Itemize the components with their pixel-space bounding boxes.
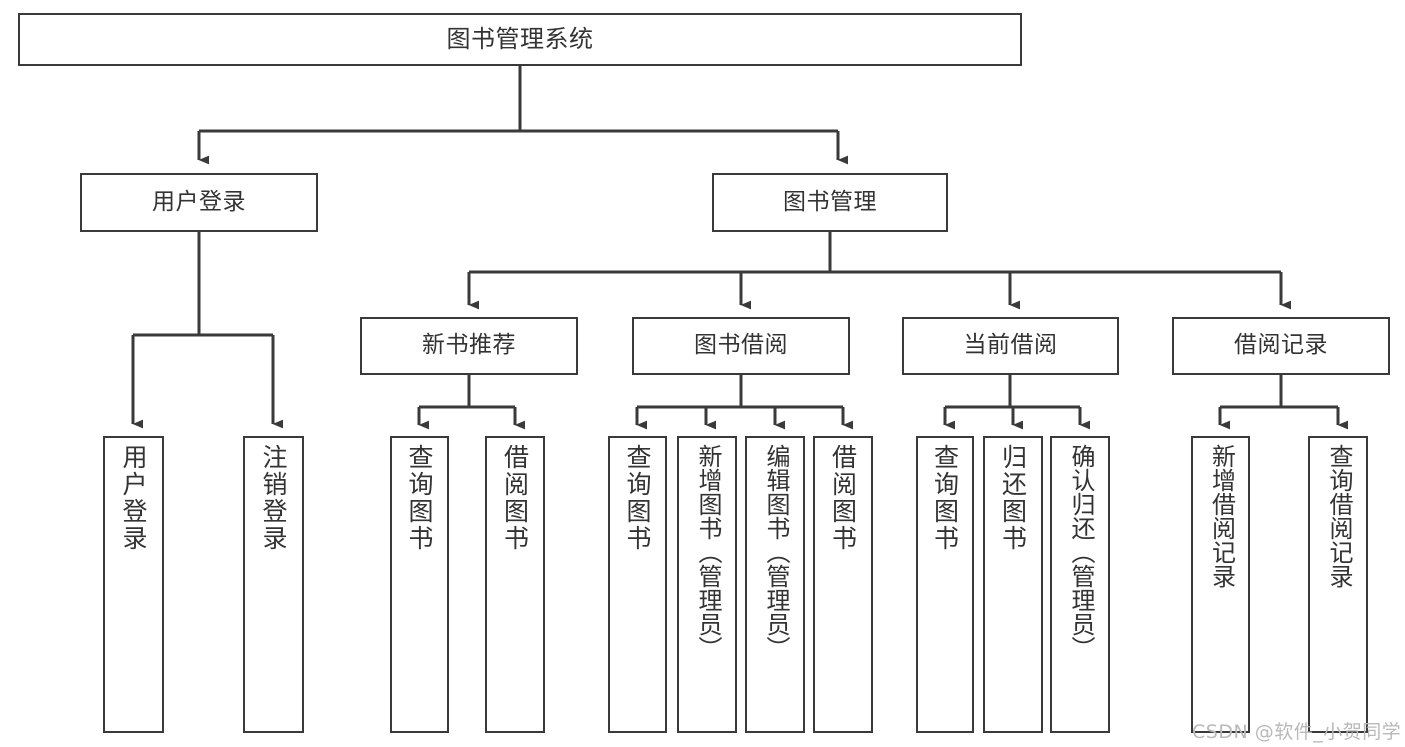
node-label: 查询图书 xyxy=(623,444,652,552)
node-book-borrow[interactable]: 图书借阅 xyxy=(632,317,850,375)
node-new-book-recommend[interactable]: 新书推荐 xyxy=(360,317,578,375)
node-leaf-query-borrow-record[interactable]: 查询借阅记录 xyxy=(1308,436,1368,733)
node-label: 确认归还（管理员） xyxy=(1066,444,1095,660)
node-label: 编辑图书（管理员） xyxy=(761,444,790,660)
node-label: 新增借阅记录 xyxy=(1207,444,1236,588)
node-label: 借阅图书 xyxy=(828,444,858,552)
node-label: 用户登录 xyxy=(119,444,148,552)
node-leaf-query-book-current[interactable]: 查询图书 xyxy=(916,436,974,733)
node-leaf-add-book[interactable]: 新增图书（管理员） xyxy=(677,436,737,733)
node-label: 查询图书 xyxy=(930,444,960,552)
node-leaf-query-book-borrow[interactable]: 查询图书 xyxy=(608,436,667,733)
node-label: 借阅图书 xyxy=(500,444,530,552)
node-book-management[interactable]: 图书管理 xyxy=(712,173,948,232)
node-leaf-edit-book[interactable]: 编辑图书（管理员） xyxy=(745,436,805,733)
watermark-csdn: CSDN @软件_小贺同学 xyxy=(1192,721,1402,743)
node-label: 图书管理系统 xyxy=(446,25,594,54)
node-leaf-return-book[interactable]: 归还图书 xyxy=(983,436,1043,733)
node-label: 用户登录 xyxy=(152,188,246,215)
node-current-borrow[interactable]: 当前借阅 xyxy=(902,317,1119,375)
node-label: 新增图书（管理员） xyxy=(693,444,722,660)
node-leaf-query-book-newbook[interactable]: 查询图书 xyxy=(390,436,449,733)
node-label: 当前借阅 xyxy=(963,332,1058,359)
node-borrow-records[interactable]: 借阅记录 xyxy=(1172,317,1390,375)
node-leaf-borrow-book-newbook[interactable]: 借阅图书 xyxy=(485,436,545,733)
node-leaf-borrow-book-borrow[interactable]: 借阅图书 xyxy=(813,436,873,733)
node-label: 注销登录 xyxy=(259,444,288,552)
node-label: 图书借阅 xyxy=(694,332,788,359)
node-label: 归还图书 xyxy=(998,444,1028,552)
node-label: 查询图书 xyxy=(405,444,434,552)
node-root-system[interactable]: 图书管理系统 xyxy=(18,13,1022,66)
node-user-login[interactable]: 用户登录 xyxy=(80,173,318,232)
node-leaf-user-logout[interactable]: 注销登录 xyxy=(243,436,304,733)
node-label: 借阅记录 xyxy=(1234,332,1328,359)
node-leaf-add-borrow-record[interactable]: 新增借阅记录 xyxy=(1191,436,1250,733)
node-label: 查询借阅记录 xyxy=(1324,444,1353,588)
node-label: 新书推荐 xyxy=(422,332,516,359)
node-leaf-confirm-return[interactable]: 确认归还（管理员） xyxy=(1050,436,1110,733)
node-leaf-user-login[interactable]: 用户登录 xyxy=(103,436,164,733)
node-label: 图书管理 xyxy=(783,188,877,215)
